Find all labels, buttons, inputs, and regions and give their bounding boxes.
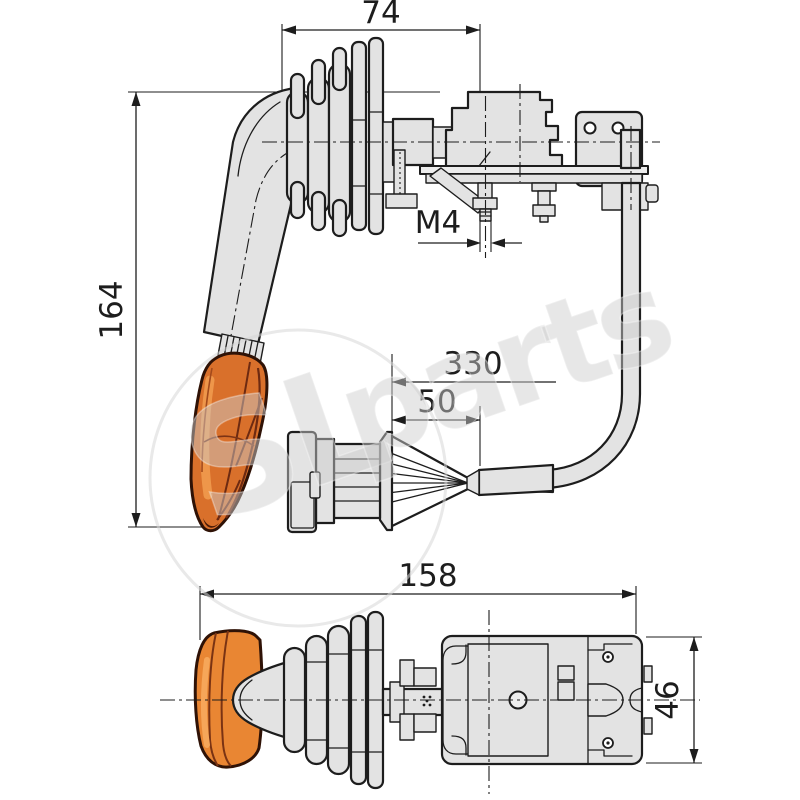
connector-ribs (332, 442, 382, 520)
bottom-view: 158 46 (160, 558, 702, 794)
dimension-158: 158 (199, 558, 637, 640)
centerlines-side (262, 84, 660, 258)
dim-label-74: 74 (361, 0, 400, 31)
watermark-circle (148, 328, 448, 628)
dimension-74: 74 (282, 0, 480, 35)
bellows-side (285, 36, 396, 238)
side-view: 74 164 M4 330 (94, 0, 660, 534)
second-stud (531, 182, 557, 223)
watermark-text-sub: parts (321, 244, 686, 490)
bracket-hole (583, 121, 597, 135)
grip-handle (189, 351, 269, 533)
connector (286, 430, 394, 534)
centerlines-bottom (160, 610, 700, 794)
dimension-330: 330 (391, 346, 556, 432)
dimension-164: 164 (94, 92, 141, 527)
dim-label-46: 46 (650, 680, 686, 719)
dim-label-m4: M4 (415, 205, 461, 241)
connector-flange (378, 430, 394, 532)
dim-label-164: 164 (94, 280, 130, 339)
dimension-m4: M4 (415, 205, 522, 248)
dimension-46: 46 (646, 636, 702, 764)
cable-sleeve (466, 463, 555, 497)
dim-label-330: 330 (443, 346, 502, 382)
knob-bottom (193, 629, 264, 769)
shaft-bottom (381, 659, 455, 741)
connector-latch (309, 471, 321, 499)
